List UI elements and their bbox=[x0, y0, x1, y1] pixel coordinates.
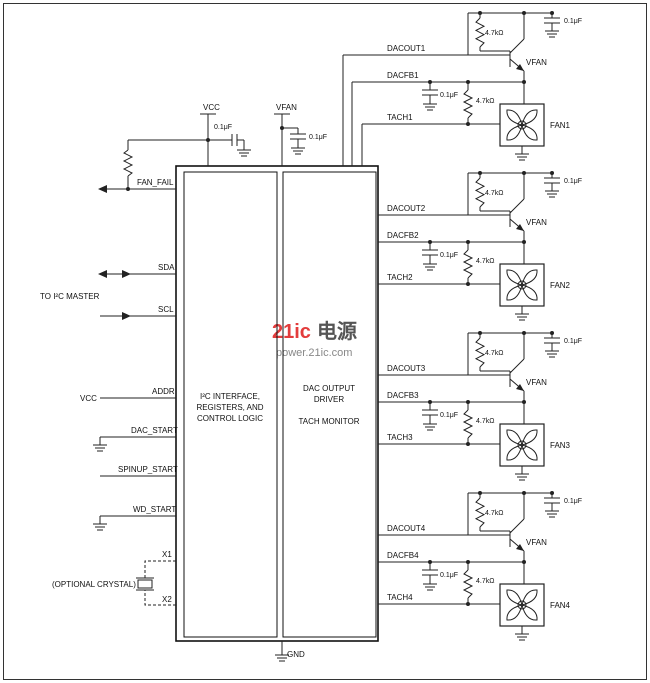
fan4-resistor-top-label: 4.7kΩ bbox=[485, 510, 503, 517]
fan2-cap-fb-label: 0.1μF bbox=[440, 252, 458, 259]
fan3-vfan-label: VFAN bbox=[526, 378, 547, 387]
fan3-resistor-top-label: 4.7kΩ bbox=[485, 350, 503, 357]
fan2-resistor-fb-label: 4.7kΩ bbox=[476, 258, 494, 265]
fan3-label: FAN3 bbox=[550, 441, 571, 450]
fan2-dacout-label: DACOUT2 bbox=[387, 204, 426, 213]
vcc-label-top: VCC bbox=[203, 103, 220, 112]
block-right-line-3: TACH MONITOR bbox=[298, 417, 359, 426]
fan3-dacout-label: DACOUT3 bbox=[387, 364, 426, 373]
vfan-label-top: VFAN bbox=[276, 103, 297, 112]
fan2-resistor-top-label: 4.7kΩ bbox=[485, 190, 503, 197]
vfan-supply: VFAN 0.1μF bbox=[274, 103, 327, 166]
block-left-line-3: CONTROL LOGIC bbox=[197, 414, 263, 423]
pin-fan-fail: FAN_FAIL bbox=[137, 178, 174, 187]
fan1-dacout-label: DACOUT1 bbox=[387, 44, 426, 53]
left-pins: FAN_FAIL SDA SCL TO I²C MASTER VCC ADDR … bbox=[40, 178, 178, 606]
watermark-brand-left: 21ic bbox=[272, 321, 311, 343]
block-left-line-2: REGISTERS, AND bbox=[196, 403, 263, 412]
vcc-cap-label: 0.1μF bbox=[214, 124, 232, 131]
fan4-tach-label: TACH4 bbox=[387, 593, 413, 602]
chip-ground: GND bbox=[275, 641, 305, 662]
fan2-vfan-label: VFAN bbox=[526, 218, 547, 227]
block-right-line-2: DRIVER bbox=[314, 395, 344, 404]
pin-spinup-start: SPINUP_START bbox=[118, 465, 178, 474]
fan3-cap-top-label: 0.1μF bbox=[564, 338, 582, 345]
pin-x2: X2 bbox=[162, 595, 172, 604]
fan1-label: FAN1 bbox=[550, 121, 571, 130]
watermark: 21ic 电源 power.21ic.com bbox=[272, 320, 357, 359]
fan3-tach-label: TACH3 bbox=[387, 433, 413, 442]
pin-dac-start: DAC_START bbox=[131, 426, 178, 435]
fan3-cap-fb-label: 0.1μF bbox=[440, 412, 458, 419]
fan1-vfan-label: VFAN bbox=[526, 58, 547, 67]
addr-vcc-label: VCC bbox=[80, 394, 97, 403]
fan1-cap-fb-label: 0.1μF bbox=[440, 92, 458, 99]
watermark-brand-right: 电源 bbox=[317, 320, 357, 343]
fan4-vfan-label: VFAN bbox=[526, 538, 547, 547]
fan3-resistor-fb-label: 4.7kΩ bbox=[476, 418, 494, 425]
vfan-cap-label: 0.1μF bbox=[309, 134, 327, 141]
vcc-supply: VCC 0.1μF bbox=[122, 103, 251, 189]
controller-chip: I²C INTERFACE, REGISTERS, AND CONTROL LO… bbox=[175, 165, 379, 642]
i2c-master-label: TO I²C MASTER bbox=[40, 292, 100, 301]
gnd-label: GND bbox=[287, 650, 305, 659]
fan3-dacfb-label: DACFB3 bbox=[387, 391, 419, 400]
diagram-frame bbox=[3, 3, 647, 680]
crystal-label: (OPTIONAL CRYSTAL) bbox=[52, 580, 136, 589]
fan4-dacout-label: DACOUT4 bbox=[387, 524, 426, 533]
fan1-dacfb-label: DACFB1 bbox=[387, 71, 419, 80]
fan1-tach-label: TACH1 bbox=[387, 113, 413, 122]
fan1-resistor-top-label: 4.7kΩ bbox=[485, 30, 503, 37]
block-right-line-1: DAC OUTPUT bbox=[303, 384, 355, 393]
fan4-label: FAN4 bbox=[550, 601, 571, 610]
fan1-resistor-fb-label: 4.7kΩ bbox=[476, 98, 494, 105]
fan-channels: 4.7kΩ0.1μFVFANDACOUT1DACFB1TACH10.1μF4.7… bbox=[342, 11, 582, 641]
fan4-cap-top-label: 0.1μF bbox=[564, 498, 582, 505]
fan4-resistor-fb-label: 4.7kΩ bbox=[476, 578, 494, 585]
pin-wd-start: WD_START bbox=[133, 505, 176, 514]
pin-sda: SDA bbox=[158, 263, 175, 272]
fan4-dacfb-label: DACFB4 bbox=[387, 551, 419, 560]
fan2-label: FAN2 bbox=[550, 281, 571, 290]
fan4-cap-fb-label: 0.1μF bbox=[440, 572, 458, 579]
fan1-cap-top-label: 0.1μF bbox=[564, 18, 582, 25]
pin-scl: SCL bbox=[158, 305, 174, 314]
fan2-dacfb-label: DACFB2 bbox=[387, 231, 419, 240]
pin-x1: X1 bbox=[162, 550, 172, 559]
pin-addr: ADDR bbox=[152, 387, 175, 396]
fan2-tach-label: TACH2 bbox=[387, 273, 413, 282]
fan2-cap-top-label: 0.1μF bbox=[564, 178, 582, 185]
watermark-url: power.21ic.com bbox=[276, 347, 352, 359]
block-left-line-1: I²C INTERFACE, bbox=[200, 392, 260, 401]
